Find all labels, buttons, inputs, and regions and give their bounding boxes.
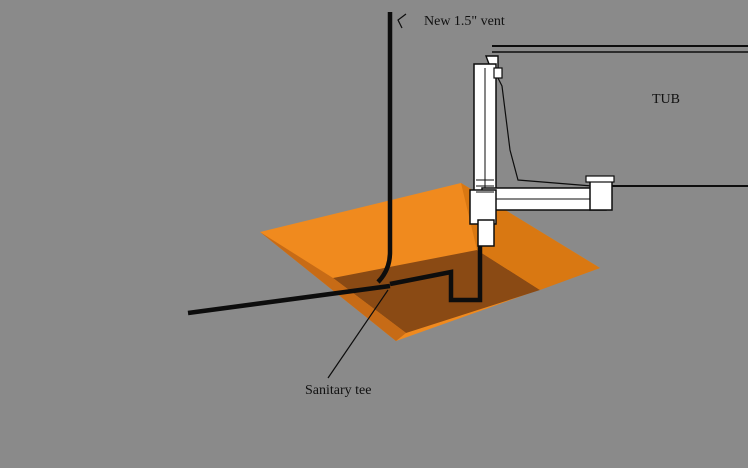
tee-label-leader <box>327 289 389 379</box>
tub-label: TUB <box>652 92 680 107</box>
vent-label: New 1.5" vent <box>424 14 505 29</box>
sanitary-tee-label: Sanitary tee <box>305 383 371 398</box>
drain-line <box>187 283 391 316</box>
tub-drain-assembly <box>469 55 615 247</box>
tub-outline <box>492 45 748 187</box>
pit-left-wall <box>260 232 406 341</box>
bottom-margin <box>0 468 750 474</box>
vent-label-leader <box>397 13 407 29</box>
p-trap-pipe <box>389 246 483 303</box>
vent-pipe <box>376 12 393 284</box>
